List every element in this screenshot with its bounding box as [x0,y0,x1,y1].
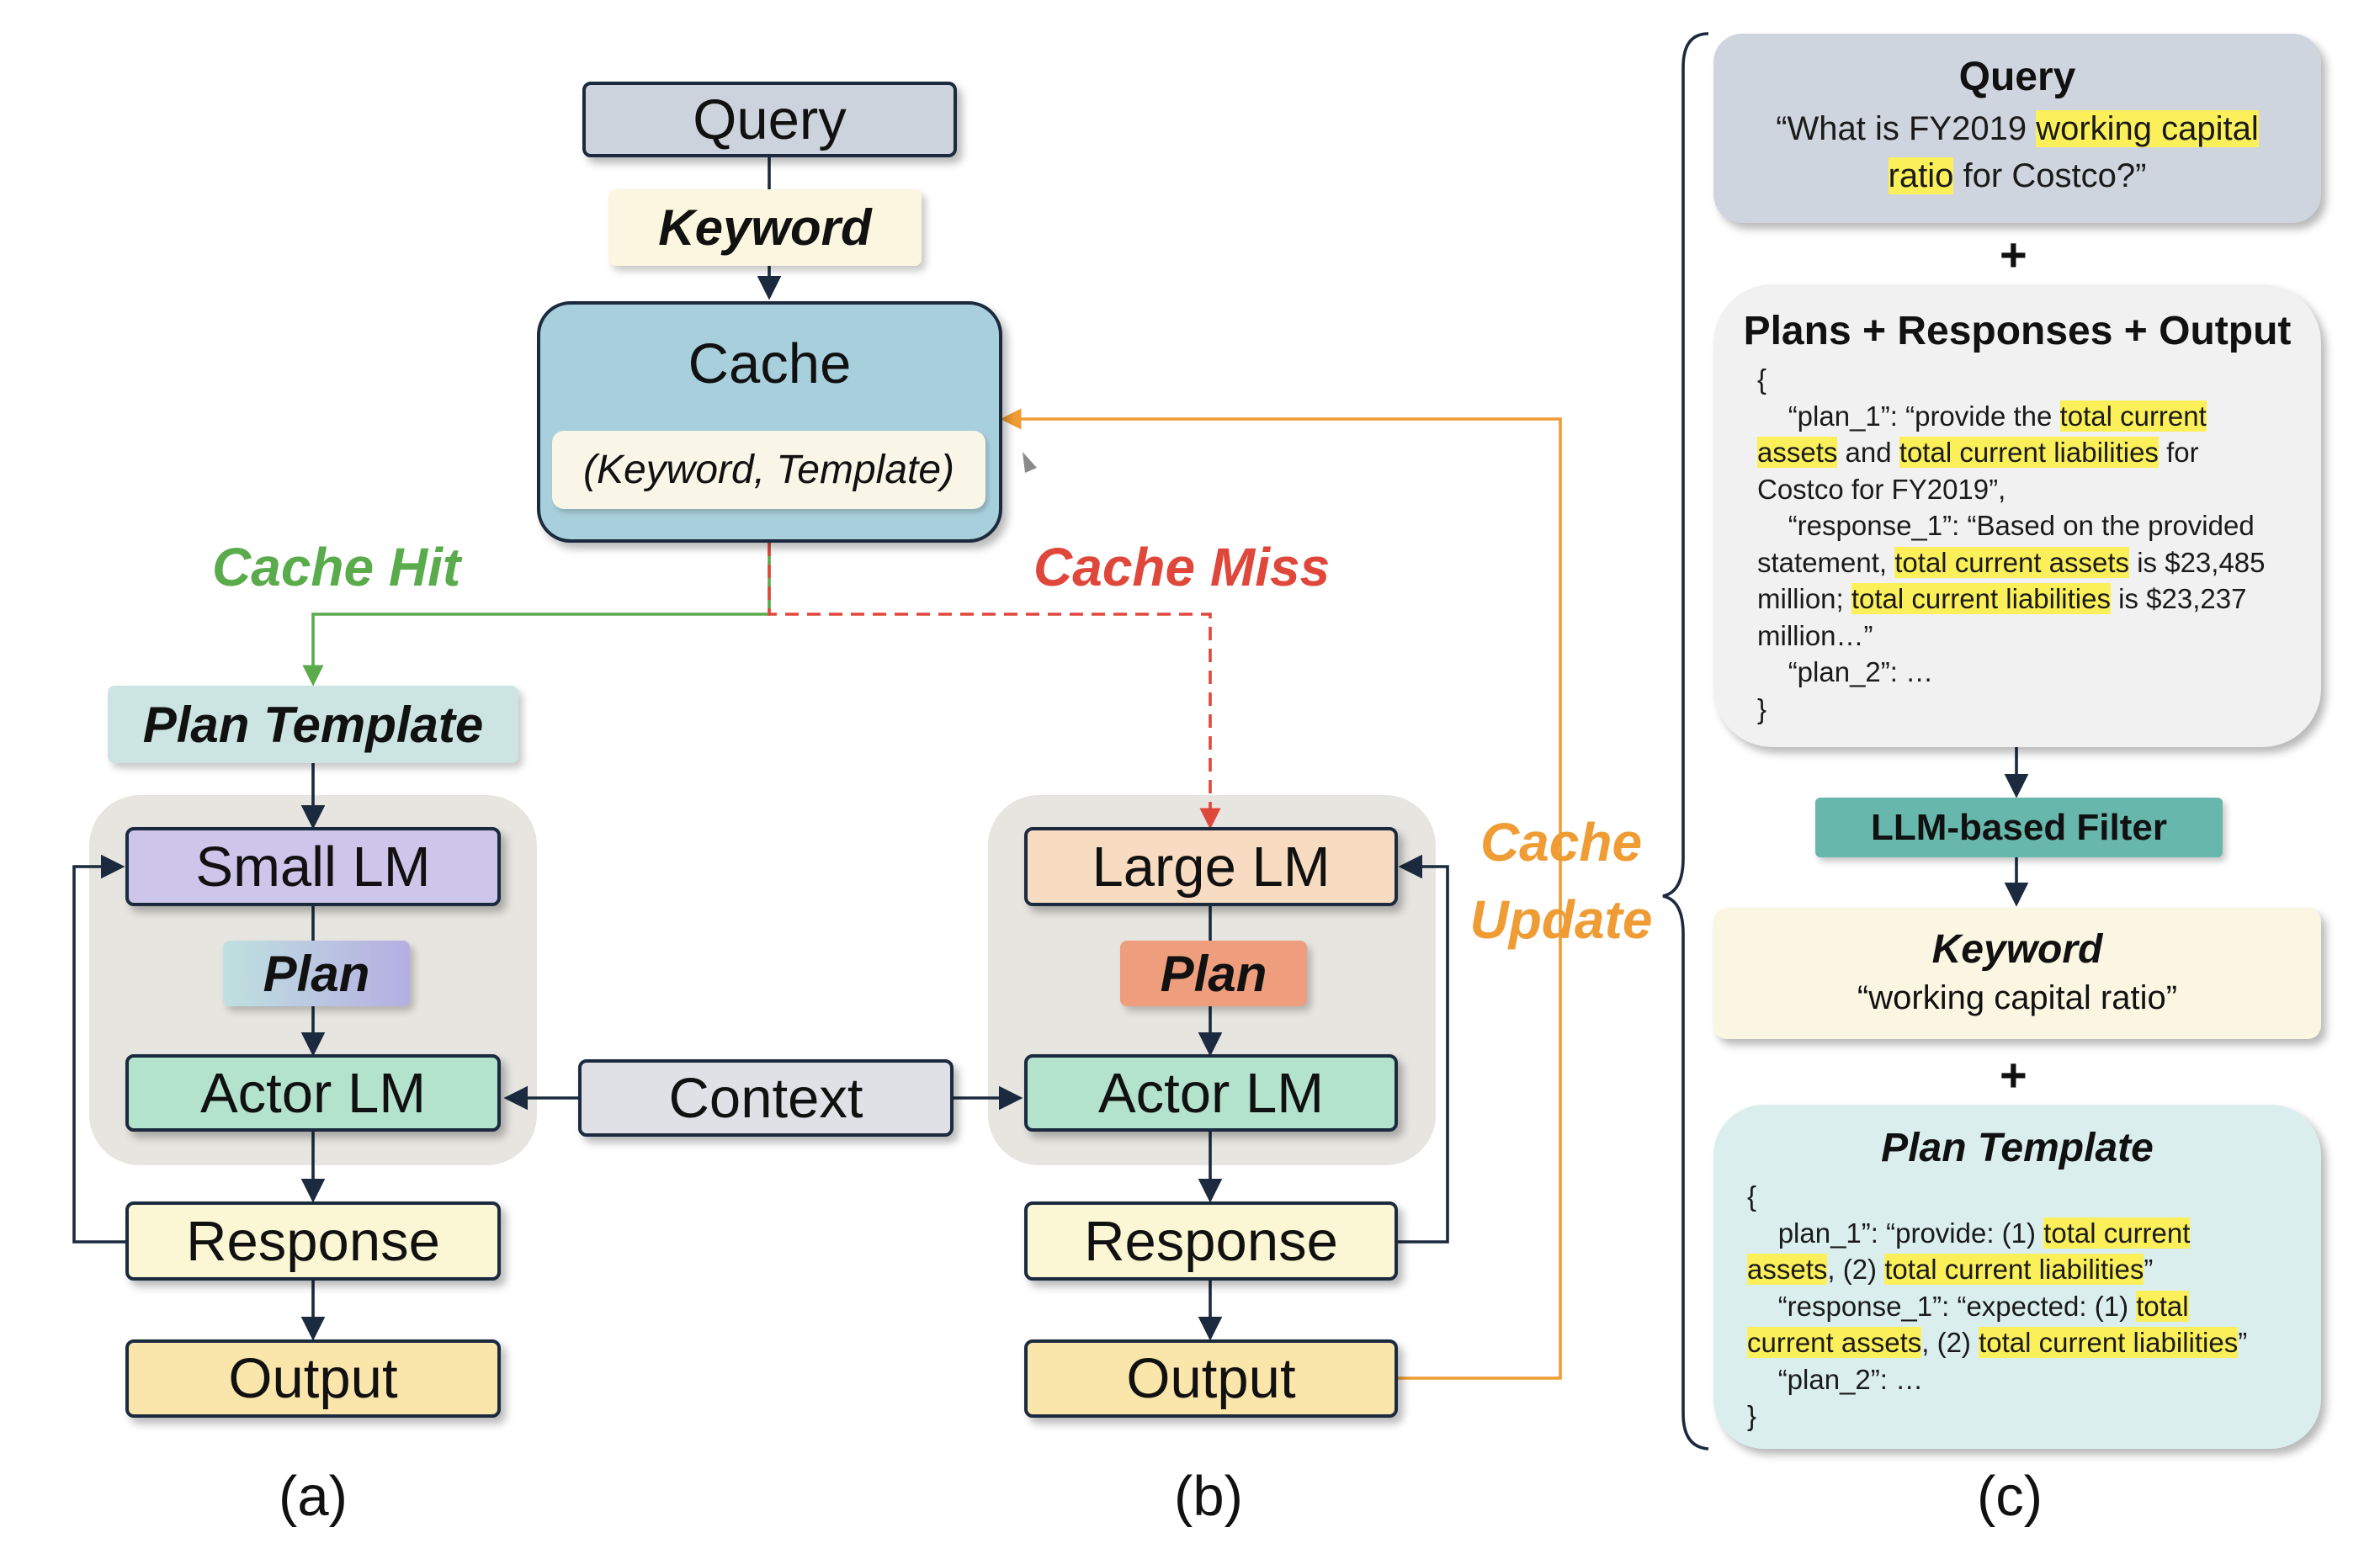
highlighted-term: total current [2043,1217,2191,1249]
text-segment: for Costco for FY2019”, “response_1”: “B… [1757,437,2255,578]
plan-template-json: { plan_1”: “provide: (1) total current a… [1747,1178,2321,1435]
example-keyword-card: Keyword “working capital ratio” [1713,908,2321,1039]
small-lm-box: Small LM [125,827,501,906]
plan-template-card: Plan Template { plan_1”: “provide: (1) t… [1713,1105,2321,1449]
text-segment: and [1837,437,1899,468]
keyword-tag: Keyword [608,189,922,266]
example-keyword-text: “working capital ratio” [1857,979,2178,1016]
response-loop-a-arrow [72,854,125,1244]
plan-template-tag: Plan Template [108,686,518,763]
highlighted-term: total current assets [1894,546,2130,578]
text-segment: , (2) [1921,1327,1979,1358]
cache-hit-label: Cache Hit [212,537,461,597]
text-segment: { “plan_1”: “provide the [1757,363,2053,432]
highlighted-term: total [2136,1290,2189,1322]
highlighted-term: total current liabilities [1899,437,2159,468]
caption-c: (c) [1976,1465,2043,1528]
highlighted-term: current assets [1747,1327,1922,1358]
highlighted-term: ratio [1888,157,1954,194]
caption-a: (a) [279,1465,348,1528]
plus-sign-1: + [2000,228,2027,281]
panel-c-brace [1662,32,1709,1451]
example-query-card: Query “What is FY2019 working capital ra… [1713,34,2321,223]
output-box-a: Output [125,1339,501,1418]
plans-responses-title: Plans + Responses + Output [1743,309,2292,353]
query-box: Query [582,82,957,157]
example-keyword-title: Keyword [1931,927,2103,972]
cache-miss-arrow [768,543,1221,830]
context-box: Context [578,1059,954,1137]
response-box-b: Response [1024,1201,1398,1281]
plus-sign-2: + [2000,1048,2027,1101]
highlighted-term: assets [1747,1254,1828,1285]
plan-tag-a: Plan [223,941,410,1006]
cache-entry: (Keyword, Template) [552,431,985,509]
plan-tag-b: Plan [1120,941,1307,1006]
cache-title: Cache [688,332,852,395]
cache-miss-label: Cache Miss [1033,537,1331,597]
highlighted-term: working capital [2036,110,2259,147]
actor-lm-box-b: Actor LM [1024,1054,1398,1132]
text-segment: ” “response_1”: “expected: (1) [1777,1254,2154,1322]
text-segment: for Costco?” [1953,157,2147,194]
plans-responses-card: Plans + Responses + Output { “plan_1”: “… [1713,284,2321,747]
llm-filter-box: LLM-based Filter [1815,798,2223,857]
example-query-text: “What is FY2019 working capital ratio fo… [1713,105,2321,199]
highlighted-term: total current liabilities [1979,1327,2239,1358]
pointer-cursor-icon [1023,452,1037,473]
cache-update-arrow [1000,408,1562,1380]
cache-update-line-2: Update [1469,889,1653,950]
cache-hit-arrow [302,543,771,687]
text-segment: is $23,237 million…” “plan_2”: … } [1757,583,2247,724]
highlighted-term: total current liabilities [1851,583,2111,614]
caption-b: (b) [1174,1465,1243,1528]
text-segment: , (2) [1827,1254,1885,1285]
actor-lm-box-a: Actor LM [125,1054,501,1132]
response-box-a: Response [125,1201,501,1281]
cache-update-line-1: Cache [1480,812,1643,872]
text-segment: { plan_1”: “provide: (1) [1747,1180,2037,1249]
plans-responses-json: { “plan_1”: “provide the total current a… [1757,361,2321,727]
plan-template-card-title: Plan Template [1881,1126,2154,1170]
text-segment: is $23,485 million; [1757,546,2266,615]
output-box-b: Output [1024,1339,1398,1418]
text-segment: “What is FY2019 [1776,110,2037,147]
highlighted-term: total current [2059,400,2207,432]
example-query-title: Query [1958,55,2076,99]
large-lm-box: Large LM [1024,827,1398,906]
text-segment: ” “plan_2”: … } [1747,1327,2248,1431]
response-loop-b-arrow [1398,854,1449,1244]
highlighted-term: total current liabilities [1884,1254,2144,1285]
cache-update-label: Cache Update [1464,804,1658,958]
highlighted-term: assets [1757,437,1838,468]
